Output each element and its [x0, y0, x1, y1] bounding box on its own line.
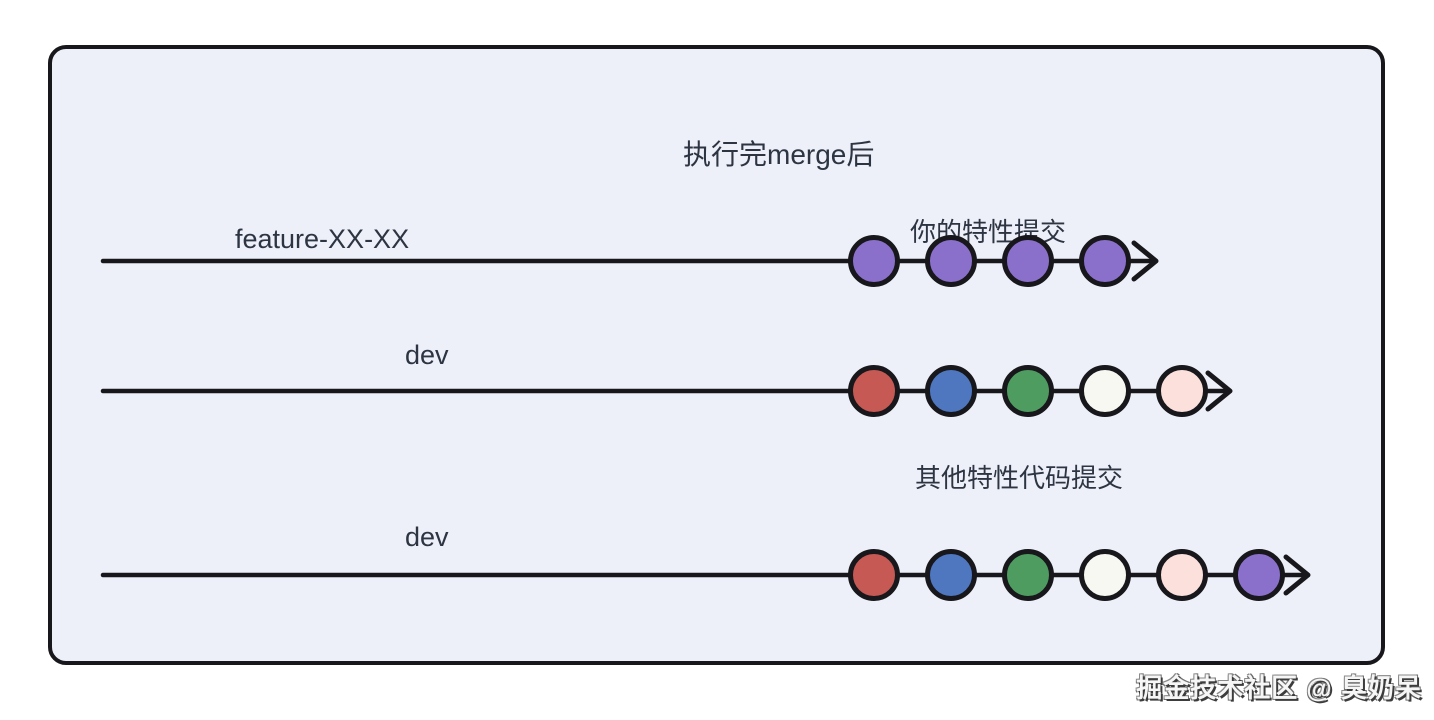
commit-node-purple [1079, 235, 1131, 287]
arrow-right-icon [1131, 240, 1159, 282]
arrow-right-icon [1205, 370, 1233, 412]
commit-node-purple [1233, 549, 1285, 601]
commit-node-green [1002, 365, 1054, 417]
annotation-other-feature-commits: 其他特性代码提交 [915, 463, 1124, 493]
commit-node-purple [1002, 235, 1054, 287]
branch-label-dev-lower: dev [405, 522, 449, 552]
commit-node-white [1079, 549, 1131, 601]
commit-node-red [848, 365, 900, 417]
merge-diagram-canvas: 执行完merge后 feature-XX-XX 你的特性提交 dev dev 其… [48, 45, 1385, 665]
commit-node-pink [1156, 549, 1208, 601]
watermark: 掘金技术社区 @ 臭奶呆 [1136, 673, 1422, 703]
commit-row-dev-upper [848, 365, 1208, 417]
arrow-right-icon [1283, 554, 1311, 596]
commit-node-blue [925, 549, 977, 601]
commit-node-pink [1156, 365, 1208, 417]
commit-node-white [1079, 365, 1131, 417]
commit-node-red [848, 549, 900, 601]
commit-row-dev-lower [848, 549, 1285, 601]
commit-row-feature [848, 235, 1131, 287]
commit-node-purple [925, 235, 977, 287]
branch-line-feature [100, 240, 1159, 282]
branch-label-feature: feature-XX-XX [235, 224, 410, 254]
branch-label-dev-upper: dev [405, 340, 449, 370]
commit-node-green [1002, 549, 1054, 601]
commit-node-purple [848, 235, 900, 287]
diagram-title: 执行完merge后 [683, 139, 875, 170]
commit-node-blue [925, 365, 977, 417]
